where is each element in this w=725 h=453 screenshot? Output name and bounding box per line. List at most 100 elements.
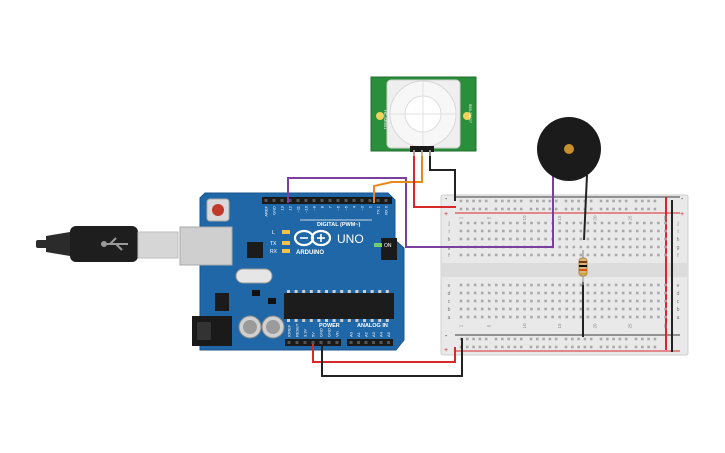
- rail-hole[interactable]: [513, 207, 517, 211]
- rail-hole[interactable]: [641, 337, 644, 341]
- breadboard-hole[interactable]: [621, 229, 625, 233]
- breadboard-hole[interactable]: [466, 299, 470, 303]
- analog-pin-hole[interactable]: [357, 341, 360, 344]
- breadboard-hole[interactable]: [565, 283, 569, 287]
- breadboard-hole[interactable]: [502, 299, 505, 303]
- breadboard-hole[interactable]: [558, 237, 561, 241]
- digital-header[interactable]: [262, 197, 392, 204]
- breadboard-hole[interactable]: [494, 307, 498, 311]
- rail-hole[interactable]: [484, 345, 488, 349]
- breadboard-hole[interactable]: [621, 237, 625, 241]
- breadboard-hole[interactable]: [579, 253, 583, 257]
- digital-pin-hole[interactable]: [264, 199, 268, 202]
- breadboard-hole[interactable]: [586, 291, 590, 295]
- breadboard-hole[interactable]: [544, 291, 547, 295]
- wire-black-pir-gnd[interactable]: [429, 152, 456, 201]
- breadboard-hole[interactable]: [650, 315, 653, 319]
- rail-hole[interactable]: [606, 345, 609, 349]
- breadboard-hole[interactable]: [523, 221, 526, 225]
- breadboard-hole[interactable]: [614, 307, 618, 311]
- breadboard-hole[interactable]: [643, 315, 646, 319]
- breadboard-hole[interactable]: [635, 291, 639, 295]
- breadboard-hole[interactable]: [480, 229, 484, 233]
- breadboard-hole[interactable]: [643, 307, 646, 311]
- breadboard-hole[interactable]: [480, 253, 484, 257]
- breadboard-hole[interactable]: [473, 283, 477, 287]
- rail-hole[interactable]: [529, 199, 533, 203]
- digital-pin-hole[interactable]: [384, 199, 388, 202]
- wire-buzzer-leg-right[interactable]: [583, 174, 588, 241]
- breadboard-hole[interactable]: [643, 237, 646, 241]
- rail-hole[interactable]: [536, 199, 539, 203]
- breadboard-hole[interactable]: [551, 307, 554, 311]
- breadboard-hole[interactable]: [523, 253, 526, 257]
- digital-pin-hole[interactable]: [336, 199, 340, 202]
- rail-hole[interactable]: [606, 207, 609, 211]
- breadboard-hole[interactable]: [509, 229, 512, 233]
- breadboard-hole[interactable]: [516, 315, 519, 319]
- rail-hole[interactable]: [564, 199, 568, 203]
- breadboard-hole[interactable]: [650, 283, 653, 287]
- breadboard-hole[interactable]: [572, 283, 576, 287]
- breadboard-hole[interactable]: [614, 221, 618, 225]
- rail-hole[interactable]: [507, 207, 510, 211]
- breadboard-hole[interactable]: [572, 307, 576, 311]
- piezo-buzzer[interactable]: [537, 117, 601, 181]
- breadboard-hole[interactable]: [537, 299, 540, 303]
- rail-hole[interactable]: [653, 207, 657, 211]
- rail-hole[interactable]: [589, 207, 593, 211]
- breadboard-hole[interactable]: [621, 291, 625, 295]
- breadboard-hole[interactable]: [664, 299, 667, 303]
- breadboard-hole[interactable]: [509, 315, 512, 319]
- breadboard-hole[interactable]: [494, 291, 498, 295]
- breadboard-hole[interactable]: [480, 315, 484, 319]
- rail-hole[interactable]: [466, 345, 469, 349]
- digital-pin-hole[interactable]: [328, 199, 332, 202]
- rail-hole[interactable]: [589, 337, 593, 341]
- breadboard-hole[interactable]: [558, 291, 561, 295]
- breadboard-hole[interactable]: [480, 307, 484, 311]
- rail-hole[interactable]: [606, 199, 609, 203]
- rail-hole[interactable]: [542, 199, 545, 203]
- digital-pin-hole[interactable]: [344, 199, 348, 202]
- breadboard-hole[interactable]: [487, 221, 491, 225]
- rail-hole[interactable]: [647, 207, 650, 211]
- rail-hole[interactable]: [571, 345, 574, 349]
- breadboard-hole[interactable]: [664, 229, 667, 233]
- breadboard-hole[interactable]: [572, 299, 576, 303]
- breadboard-hole[interactable]: [586, 221, 590, 225]
- breadboard-hole[interactable]: [643, 283, 646, 287]
- breadboard-hole[interactable]: [579, 221, 583, 225]
- breadboard-hole[interactable]: [551, 315, 554, 319]
- breadboard-hole[interactable]: [572, 253, 576, 257]
- rail-hole[interactable]: [494, 345, 498, 349]
- breadboard-hole[interactable]: [650, 307, 653, 311]
- breadboard-hole[interactable]: [537, 237, 540, 241]
- rail-hole[interactable]: [612, 337, 615, 341]
- breadboard-hole[interactable]: [494, 237, 498, 241]
- breadboard-hole[interactable]: [558, 221, 561, 225]
- breadboard-hole[interactable]: [480, 299, 484, 303]
- breadboard-hole[interactable]: [664, 291, 667, 295]
- breadboard-hole[interactable]: [537, 283, 540, 287]
- breadboard-hole[interactable]: [537, 307, 540, 311]
- breadboard-hole[interactable]: [530, 291, 533, 295]
- breadboard-hole[interactable]: [565, 245, 569, 249]
- breadboard-hole[interactable]: [635, 229, 639, 233]
- rail-hole[interactable]: [577, 207, 580, 211]
- breadboard-hole[interactable]: [607, 237, 611, 241]
- rail-hole[interactable]: [624, 337, 628, 341]
- rail-hole[interactable]: [571, 207, 574, 211]
- breadboard-hole[interactable]: [502, 229, 505, 233]
- breadboard-hole[interactable]: [459, 283, 463, 287]
- analog-pin-hole[interactable]: [372, 341, 375, 344]
- breadboard-hole[interactable]: [593, 283, 597, 287]
- rail-hole[interactable]: [577, 345, 580, 349]
- breadboard-hole[interactable]: [586, 253, 590, 257]
- rail-hole[interactable]: [507, 199, 510, 203]
- breadboard-hole[interactable]: [635, 237, 639, 241]
- breadboard-hole[interactable]: [586, 299, 590, 303]
- breadboard-hole[interactable]: [558, 299, 561, 303]
- digital-pin-hole[interactable]: [296, 199, 300, 202]
- digital-pin-hole[interactable]: [312, 199, 316, 202]
